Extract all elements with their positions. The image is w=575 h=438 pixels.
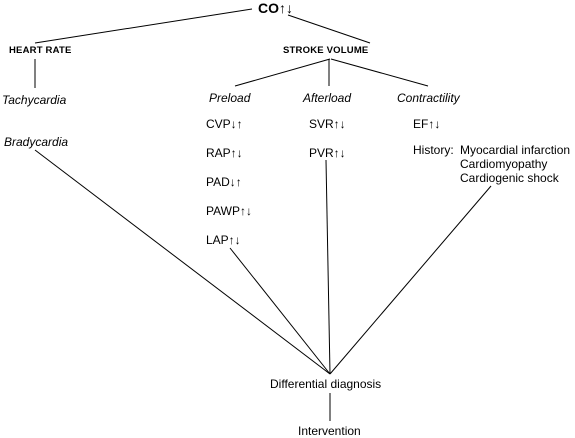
stroke-volume-heading: STROKE VOLUME xyxy=(283,45,369,56)
afterload-item-svr: SVR↑↓ xyxy=(309,117,346,131)
contractility-label: Contractility xyxy=(397,91,460,105)
afterload-item-pvr: PVR↑↓ xyxy=(309,146,346,160)
intervention-node: Intervention xyxy=(298,424,361,438)
connector-pvr-diagnosis xyxy=(325,159,331,375)
preload-item-rap: RAP↑↓ xyxy=(206,146,243,160)
preload-label: Preload xyxy=(209,91,251,105)
bradycardia-label: Bradycardia xyxy=(4,135,69,149)
connector-shock-diagnosis xyxy=(329,185,492,375)
preload-item-cvp: CVP↓↑ xyxy=(206,117,243,131)
connector-sv-contractility xyxy=(330,58,429,87)
preload-item-lap: LAP↑↓ xyxy=(206,233,241,247)
connector-co-heart-rate xyxy=(34,8,253,44)
history-item-cardiomyopathy: Cardiomyopathy xyxy=(460,157,548,171)
heart-rate-heading: HEART RATE xyxy=(9,45,72,56)
preload-item-pad: PAD↓↑ xyxy=(206,175,242,189)
history-item-myocardial-infarction: Myocardial infarction xyxy=(460,143,571,157)
history-item-cardiogenic-shock: Cardiogenic shock xyxy=(460,171,559,185)
root-node-co: CO↑↓ xyxy=(258,0,293,16)
afterload-label: Afterload xyxy=(303,91,352,105)
connector-lap-diagnosis xyxy=(229,247,331,375)
differential-diagnosis-node: Differential diagnosis xyxy=(270,377,382,391)
connector-co-stroke-volume xyxy=(287,14,371,44)
connector-bradycardia-diagnosis xyxy=(34,149,331,375)
connector-sv-preload xyxy=(234,58,331,87)
contractility-item-ef: EF↑↓ xyxy=(413,117,441,131)
history-label: History: xyxy=(413,143,454,157)
tachycardia-label: Tachycardia xyxy=(2,93,67,107)
preload-item-pawp: PAWP↑↓ xyxy=(206,204,253,218)
